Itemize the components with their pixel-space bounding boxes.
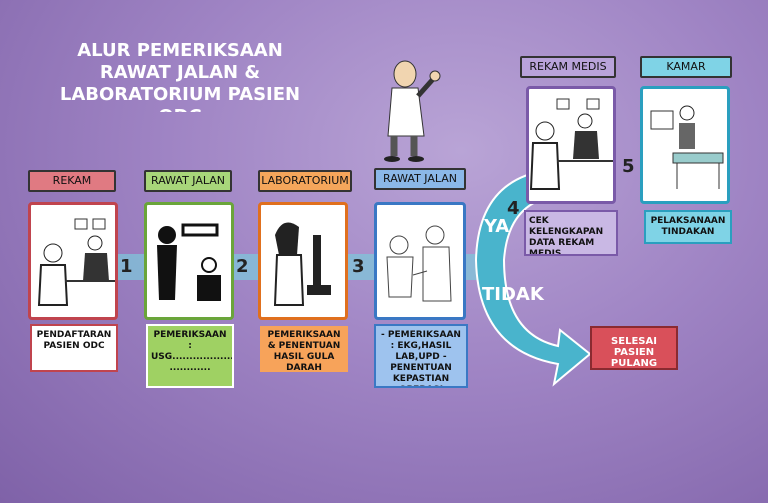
image-rekam-medis [526, 86, 616, 204]
step-number-2: 2 [236, 256, 249, 277]
step-desc-rawat-jalan-2: - PEMERIKSAAN : EKG,HASIL LAB,UPD - PENE… [374, 324, 468, 388]
label-rekam-medis: REKAM MEDIS [520, 56, 616, 78]
branch-tidak: TIDAK [482, 284, 544, 305]
step-image-laboratorium [258, 202, 348, 320]
step-image-rawat-jalan-1 [144, 202, 234, 320]
doctor-illustration [384, 60, 441, 162]
step-image-rekam [28, 202, 118, 320]
branch-ya: YA [484, 216, 510, 237]
label-kamar: KAMAR [640, 56, 732, 78]
desc-kamar: PELAKSANAAN TINDAKAN [644, 210, 732, 244]
desc-rekam-medis: CEK KELENGKAPAN DATA REKAM MEDIS MENGANT… [524, 210, 618, 256]
step-number-3: 3 [352, 256, 365, 277]
image-kamar [640, 86, 730, 204]
step-image-rawat-jalan-2 [374, 202, 466, 320]
step-label-rekam: REKAM [28, 170, 116, 192]
step-label-laboratorium: LABORATORIUM [258, 170, 352, 192]
step-desc-rekam: PENDAFTARAN PASIEN ODC [30, 324, 118, 372]
step-desc-rawat-jalan-1: PEMERIKSAAN : USG.......................… [146, 324, 234, 388]
step-label-rawat-jalan-2: RAWAT JALAN [374, 168, 466, 190]
decision-arc [474, 168, 592, 387]
diagram-title: ALUR PEMERIKSAAN RAWAT JALAN & LABORATOR… [59, 40, 301, 112]
selesai-box: SELESAI PASIEN PULANG [590, 326, 678, 370]
step-number-4: 4 [507, 198, 520, 219]
step-number-1: 1 [120, 256, 133, 277]
step-number-5: 5 [622, 156, 635, 177]
step-label-rawat-jalan-1: RAWAT JALAN [144, 170, 232, 192]
step-desc-laboratorium: PEMERIKSAAN & PENENTUAN HASIL GULA DARAH [260, 326, 348, 372]
